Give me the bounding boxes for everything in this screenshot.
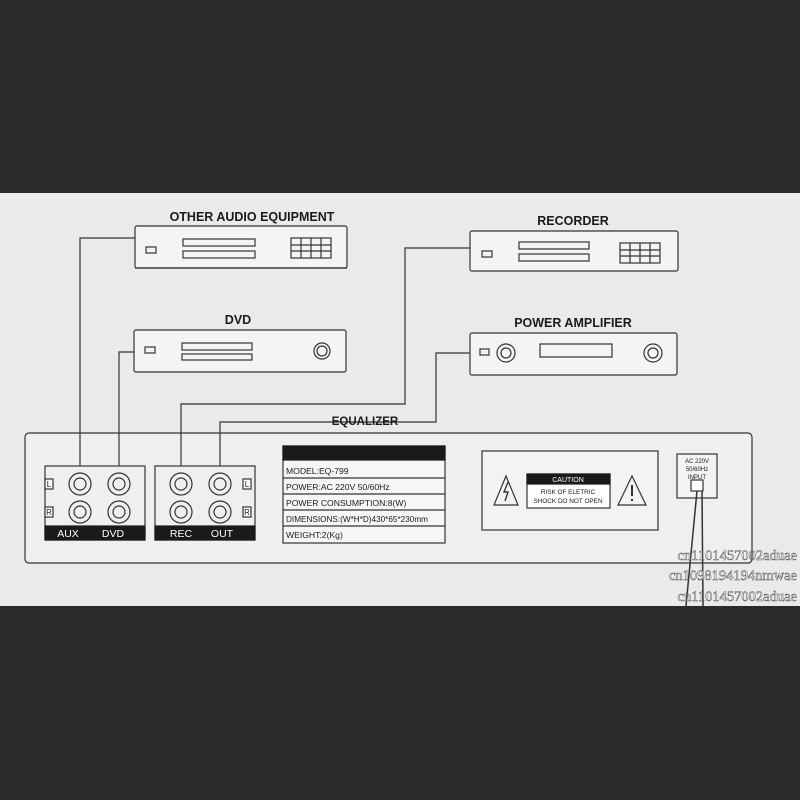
spec-model: MODEL:EQ-799 bbox=[286, 466, 349, 476]
rec-out-jack-panel bbox=[154, 465, 256, 541]
spec-power: POWER:AC 220V 50/60Hz bbox=[286, 482, 390, 492]
watermark-text: cn1098194194nmwae bbox=[669, 568, 797, 584]
watermark-text: cn1101457002aduae bbox=[678, 589, 797, 605]
electric-warning-icon bbox=[493, 474, 519, 506]
spec-dimensions: DIMENSIONS:(W*H*D)430*65*230mm bbox=[286, 515, 428, 524]
left-channel-marker: L bbox=[47, 480, 52, 489]
other-audio-equipment-device bbox=[134, 225, 348, 269]
power-cord bbox=[685, 490, 704, 607]
dvd-jack-label: DVD bbox=[102, 528, 125, 540]
spec-consumption: POWER CONSUMPTION:8(W) bbox=[286, 498, 406, 508]
rec-jack-label: REC bbox=[170, 528, 193, 540]
recorder-device bbox=[469, 230, 679, 272]
power-input-panel bbox=[676, 453, 718, 607]
right-channel-marker: R bbox=[244, 508, 250, 517]
caution-line-1: RISK OF ELETRIC bbox=[541, 489, 596, 496]
watermark-text: cn1101457002aduae bbox=[678, 548, 797, 564]
connection-cables bbox=[79, 237, 470, 478]
dvd-device bbox=[133, 329, 347, 373]
spec-table bbox=[282, 445, 446, 544]
right-channel-marker: R bbox=[46, 508, 52, 517]
dvd-label: DVD bbox=[225, 313, 251, 327]
equalizer-label: EQUALIZER bbox=[332, 416, 399, 428]
aux-dvd-jack-panel bbox=[44, 465, 146, 541]
exclamation-warning-icon bbox=[617, 474, 647, 506]
caution-line-2: SHOCK DO NOT OPEN bbox=[533, 498, 603, 505]
power-input-line-1: AC 220V bbox=[685, 459, 709, 465]
aux-jack-label: AUX bbox=[57, 528, 79, 540]
recorder-label: RECORDER bbox=[537, 214, 609, 228]
other-audio-equipment-label: OTHER AUDIO EQUIPMENT bbox=[170, 210, 335, 224]
out-jack-label: OUT bbox=[211, 528, 234, 540]
spec-weight: WEIGHT:2(Kg) bbox=[286, 530, 343, 540]
caution-panel bbox=[481, 450, 659, 531]
power-input-line-2: 50/60Hz bbox=[686, 467, 708, 473]
power-input-line-3: INPUT bbox=[688, 475, 706, 481]
caution-title: CAUTION bbox=[552, 477, 584, 484]
power-amplifier-device bbox=[469, 332, 678, 376]
power-amplifier-label: POWER AMPLIFIER bbox=[514, 316, 632, 330]
left-channel-marker: L bbox=[245, 480, 250, 489]
